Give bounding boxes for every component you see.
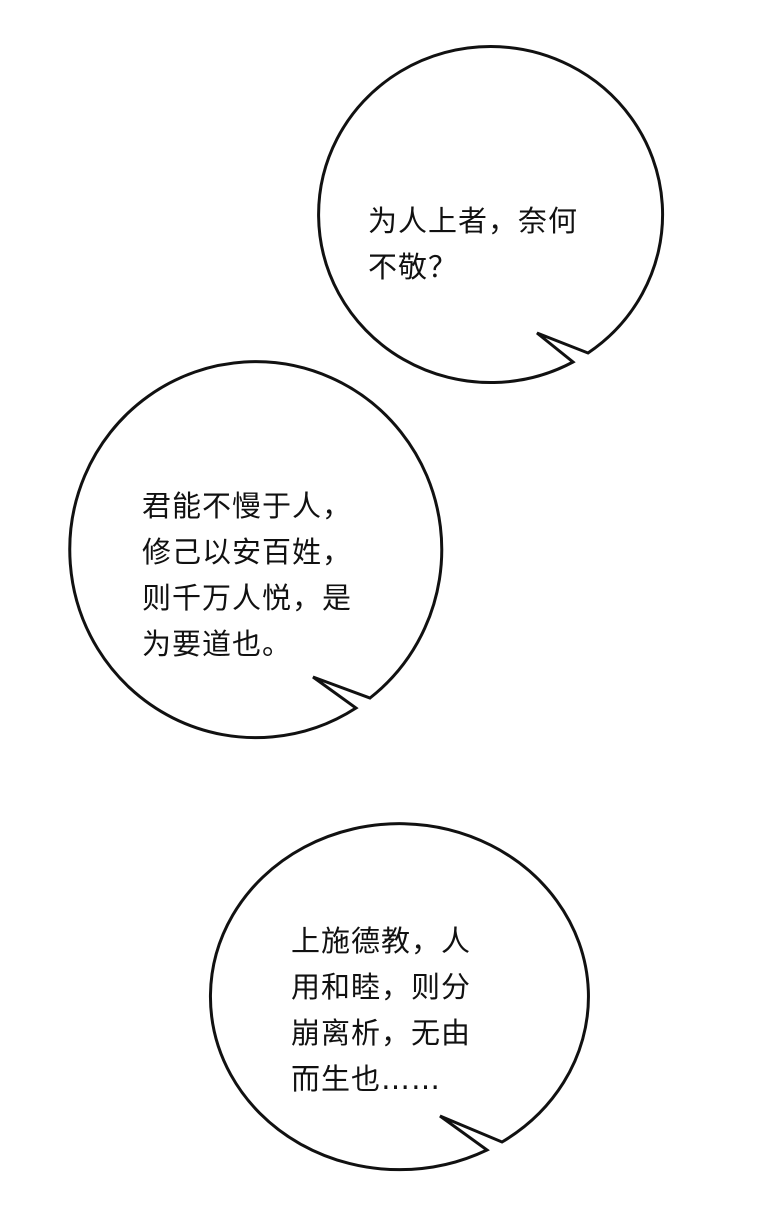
dialogue-line: 不敬？ [368, 250, 459, 284]
dialogue-line: 为人上者，奈何 [368, 204, 579, 238]
dialogue-line: 修己以安百姓， [142, 535, 353, 569]
dialogue-line: 为要道也。 [142, 627, 293, 661]
dialogue-line: 君能不慢于人， [142, 489, 353, 523]
dialogue-line: 上施德教，人 [291, 924, 472, 958]
speech-bubble-3 [208, 822, 590, 1172]
speech-bubble-2 [68, 360, 444, 740]
bubble-2-text: 君能不慢于人， 修己以安百姓， 则千万人悦，是 为要道也。 [142, 483, 352, 667]
dialogue-line: 则千万人悦，是 [142, 581, 353, 615]
dialogue-line: 而生也…… [291, 1062, 442, 1096]
dialogue-line: 崩离析，无由 [291, 1016, 472, 1050]
speech-bubble-1 [317, 45, 665, 385]
bubble-3-text: 上施德教，人 用和睦，则分 崩离析，无由 而生也…… [291, 918, 471, 1102]
bubble-1-text: 为人上者，奈何 不敬？ [368, 198, 578, 290]
dialogue-line: 用和睦，则分 [291, 970, 472, 1004]
